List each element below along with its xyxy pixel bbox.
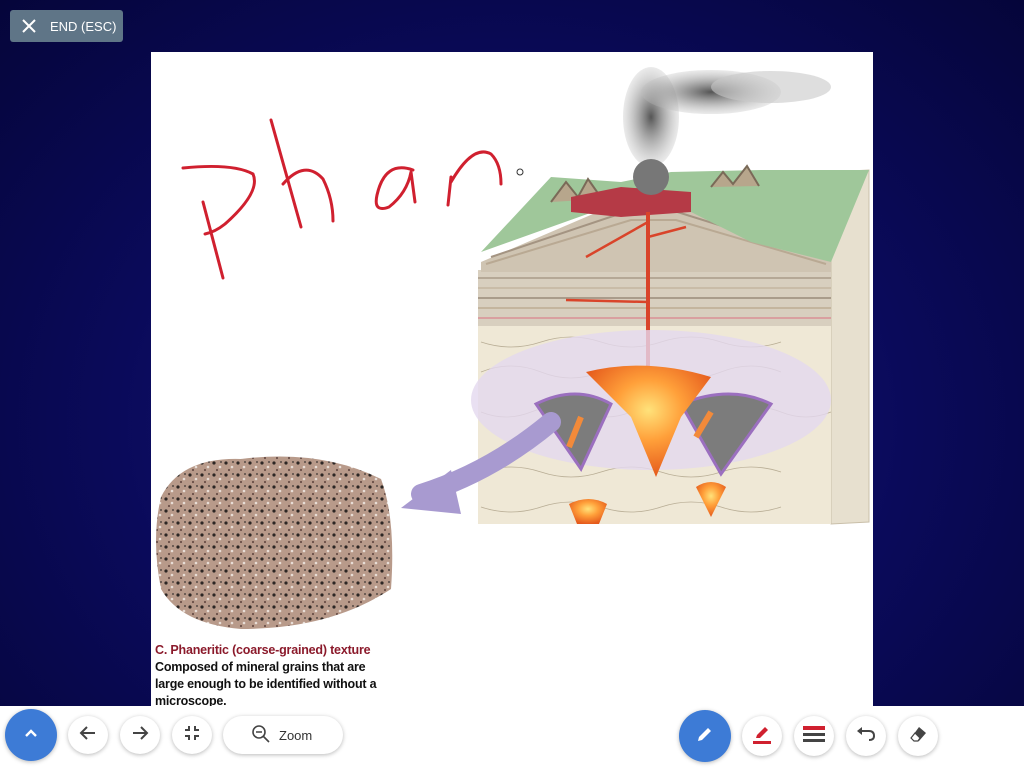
expand-toolbar-button[interactable] [5, 709, 57, 761]
pen-color-button[interactable] [742, 716, 782, 756]
next-slide-button[interactable] [120, 716, 160, 754]
end-presentation-button[interactable]: END (ESC) [10, 10, 123, 42]
arrow-right-icon [131, 725, 149, 746]
bottom-toolbar: Zoom [0, 706, 1024, 768]
caption-line-1: Composed of mineral grains that are [155, 660, 366, 674]
highlighter-icon [751, 723, 773, 750]
slide-canvas[interactable]: C. Phaneritic (coarse-grained) texture C… [151, 52, 873, 706]
collapse-icon [184, 725, 200, 746]
undo-button[interactable] [846, 716, 886, 756]
caption-title: C. Phaneritic (coarse-grained) texture [155, 643, 371, 657]
chevron-up-icon [23, 726, 39, 744]
eraser-icon [908, 724, 928, 749]
caption-line-2: large enough to be identified without a [155, 677, 377, 691]
eraser-button[interactable] [898, 716, 938, 756]
caption-line-3: microscope. [155, 694, 227, 706]
handwriting-ink [181, 118, 503, 280]
arrow-left-icon [79, 725, 97, 746]
line-weight-button[interactable] [794, 716, 834, 756]
zoom-icon [251, 724, 271, 747]
granite-rock-photo [156, 456, 393, 629]
slide-illustration [156, 67, 870, 629]
close-icon [22, 19, 36, 33]
line-weight-icon [803, 725, 825, 748]
volcano-diagram [401, 67, 870, 525]
pen-icon [695, 724, 715, 749]
exit-fullscreen-button[interactable] [172, 716, 212, 754]
cursor-marker [516, 168, 524, 176]
figure-caption: C. Phaneritic (coarse-grained) texture C… [155, 642, 415, 706]
undo-icon [856, 726, 876, 747]
zoom-button[interactable]: Zoom [223, 716, 343, 754]
zoom-label: Zoom [279, 727, 313, 743]
end-label: END (ESC) [50, 18, 117, 34]
pen-tool-button[interactable] [679, 710, 731, 762]
previous-slide-button[interactable] [68, 716, 108, 754]
